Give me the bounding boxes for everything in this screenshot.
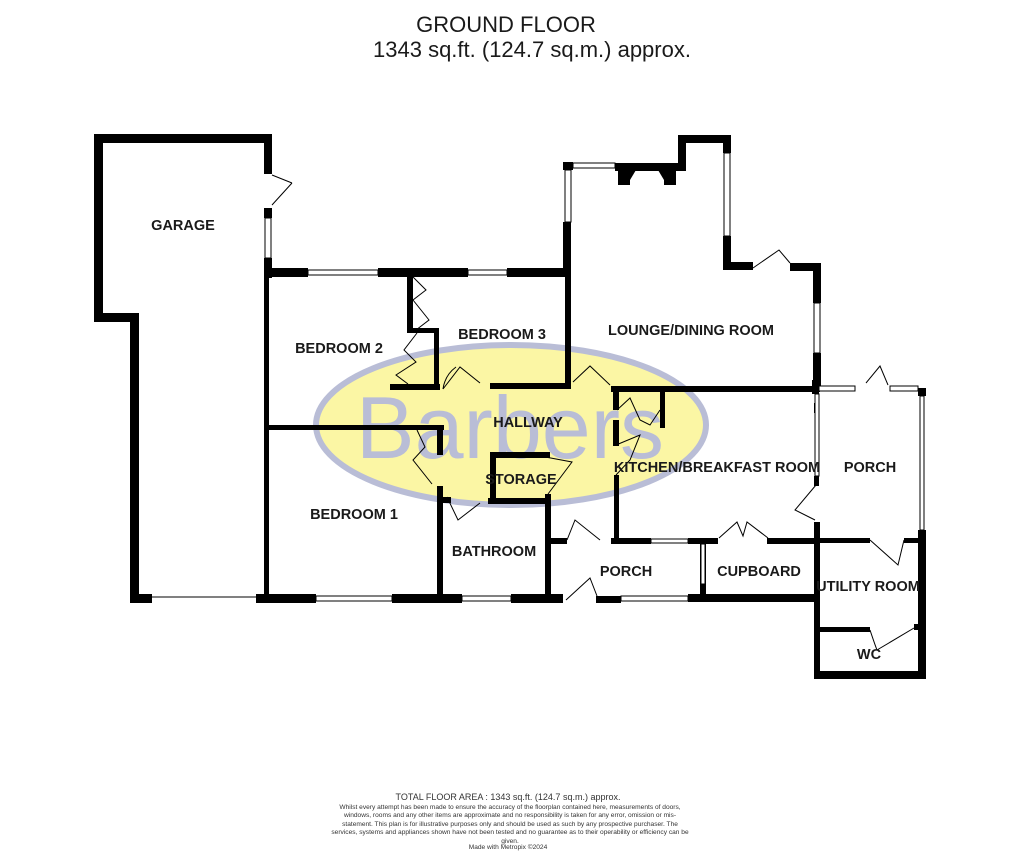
room-label-hallway: HALLWAY bbox=[493, 415, 563, 431]
room-label-bedroom-3: BEDROOM 3 bbox=[458, 327, 546, 343]
walls bbox=[94, 134, 926, 679]
room-labels: GARAGE BEDROOM 2 BEDROOM 3 LOUNGE/DINING… bbox=[151, 218, 920, 663]
room-label-lounge-dining: LOUNGE/DINING ROOM bbox=[608, 323, 774, 339]
room-label-kitchen-breakfast: KITCHEN/BREAKFAST ROOM bbox=[614, 460, 820, 476]
total-floor-area: TOTAL FLOOR AREA : 1343 sq.ft. (124.7 sq… bbox=[395, 792, 621, 802]
room-label-porch-south: PORCH bbox=[600, 564, 652, 580]
room-label-cupboard: CUPBOARD bbox=[717, 564, 801, 580]
room-label-porch-east: PORCH bbox=[844, 460, 896, 476]
room-label-bedroom-1: BEDROOM 1 bbox=[310, 507, 398, 523]
room-label-bedroom-2: BEDROOM 2 bbox=[295, 341, 383, 357]
doors bbox=[271, 174, 915, 651]
room-label-garage: GARAGE bbox=[151, 218, 215, 234]
room-label-bathroom: BATHROOM bbox=[452, 544, 536, 560]
floor-title: GROUND FLOOR bbox=[416, 12, 596, 37]
room-label-utility-room: UTILITY ROOM bbox=[816, 579, 920, 595]
floor-area-subtitle: 1343 sq.ft. (124.7 sq.m.) approx. bbox=[373, 37, 691, 62]
made-with-credit: Made with Metropix ©2024 bbox=[468, 844, 548, 851]
windows bbox=[264, 152, 925, 602]
disclaimer-text: Whilst every attempt has been made to en… bbox=[331, 804, 689, 845]
room-label-wc: WC bbox=[857, 647, 882, 663]
room-label-storage: STORAGE bbox=[485, 472, 557, 488]
